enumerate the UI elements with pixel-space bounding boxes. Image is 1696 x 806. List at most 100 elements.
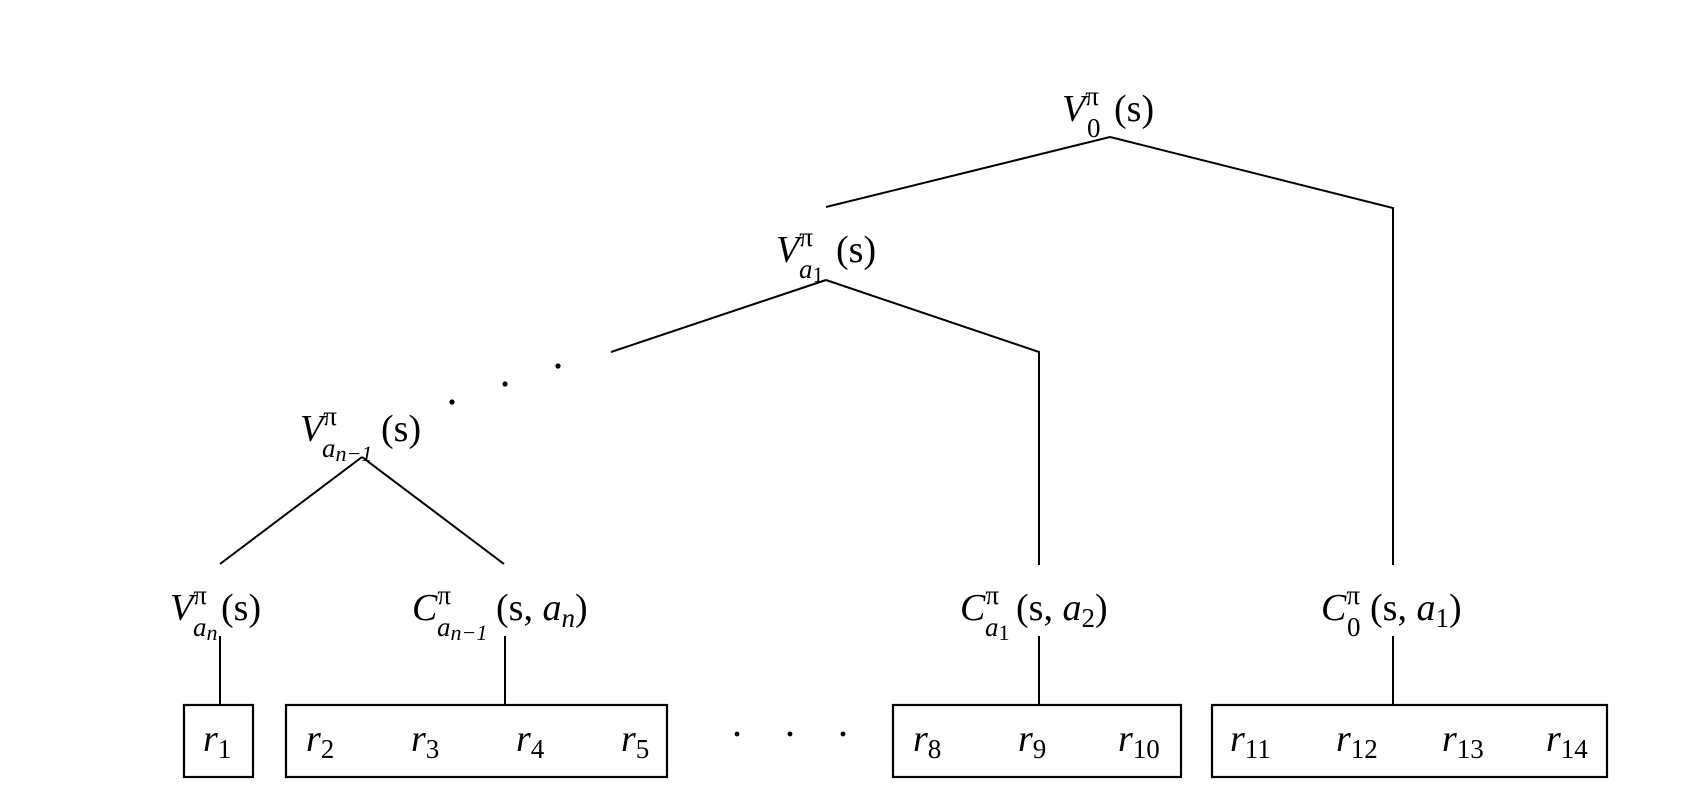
node-args: (s) [381,408,421,450]
node-subscript: a [799,254,813,284]
ellipsis-dot [787,731,793,737]
node-superscript: π [437,580,451,610]
node-args-close: ) [575,587,588,629]
reward-symbol: r [1442,718,1457,760]
reward-symbol: r [1018,718,1033,760]
reward-index: 2 [321,734,335,764]
node-subscript: a [193,612,207,642]
reward-group-3: r8 r9 r10 [891,703,1183,779]
reward-index: 9 [1033,734,1047,764]
node-args-action: a [542,587,561,629]
edge-van1-to-can1 [361,456,505,565]
reward-symbol: r [1230,718,1245,760]
node-args-action-index: 2 [1081,603,1095,633]
reward-r1: r1 [203,718,231,764]
reward-index: 11 [1245,734,1271,764]
node-symbol: V [170,587,197,629]
node-args-action-index: 1 [1435,603,1449,633]
edge-v0-to-va1 [825,136,1111,208]
tree-edges [219,136,1394,705]
node-symbol: C [960,587,986,629]
node-symbol: V [776,229,803,271]
node-superscript: π [1346,580,1360,610]
reward-symbol: r [203,718,218,760]
ellipsis-dot [502,381,508,387]
reward-r3: r3 [411,718,439,764]
node-args: (s) [1114,88,1154,130]
node-args: (s) [836,229,876,271]
ellipsis-dot [840,731,846,737]
node-subscript-index: 1 [813,262,824,287]
reward-index: 13 [1457,734,1484,764]
reward-r8: r8 [913,718,941,764]
reward-index: 1 [218,734,232,764]
horizontal-ellipsis [734,731,846,737]
reward-index: 12 [1351,734,1378,764]
node-symbol: C [412,587,438,629]
reward-r2: r2 [306,718,334,764]
node-subscript: a [437,612,451,642]
node-symbol: C [1321,587,1347,629]
node-args-action: a [1062,587,1081,629]
reward-symbol: r [1546,718,1561,760]
reward-box [284,703,669,779]
node-subscript: 0 [1347,612,1361,642]
reward-symbol: r [1336,718,1351,760]
node-superscript: π [323,401,337,431]
reward-index: 4 [531,734,545,764]
ellipsis-dot [449,399,455,405]
reward-r11: r11 [1230,718,1271,764]
node-args-action-index: n [561,603,575,633]
node-subscript: a [322,433,336,463]
node-superscript: π [985,580,999,610]
ellipsis-dot [734,731,740,737]
edge-va1-to-ellipsis [610,279,827,353]
reward-index: 8 [928,734,942,764]
reward-group-2: r2 r3 r4 r5 [284,703,669,779]
reward-r10: r10 [1118,718,1160,764]
node-args: (s) [221,587,261,629]
reward-r14: r14 [1546,718,1588,764]
reward-symbol: r [1118,718,1133,760]
node-args-action: a [1416,587,1435,629]
reward-box [891,703,1183,779]
reward-symbol: r [306,718,321,760]
reward-index: 10 [1133,734,1160,764]
edge-v0-to-c0 [1109,136,1394,565]
node-symbol: V [300,408,327,450]
reward-symbol: r [913,718,928,760]
reward-box [182,703,255,779]
reward-index: 14 [1561,734,1589,764]
reward-group-4: r11 r12 r13 r14 [1210,703,1609,779]
ellipsis-dot [555,363,561,369]
node-symbol: V [1062,88,1089,130]
reward-index: 3 [426,734,440,764]
node-superscript: π [193,580,207,610]
node-superscript: π [799,222,813,252]
node-subscript-index: 1 [999,620,1010,645]
reward-box [1210,703,1609,779]
node-superscript: π [1085,81,1099,111]
edge-va1-to-ca1 [825,279,1040,565]
reward-group-1: r1 [182,703,255,779]
node-subscript-index: n−1 [451,620,488,645]
diagonal-ellipsis [449,363,561,405]
node-subscript: a [985,612,999,642]
node-args-close: ) [1095,587,1108,629]
reward-index: 5 [636,734,650,764]
node-args-open: (s, [496,587,542,629]
reward-symbol: r [411,718,426,760]
reward-r13: r13 [1442,718,1484,764]
reward-symbol: r [621,718,636,760]
node-args-open: (s, [1016,587,1062,629]
node-subscript: 0 [1087,113,1101,143]
edge-van1-to-van [219,456,363,565]
